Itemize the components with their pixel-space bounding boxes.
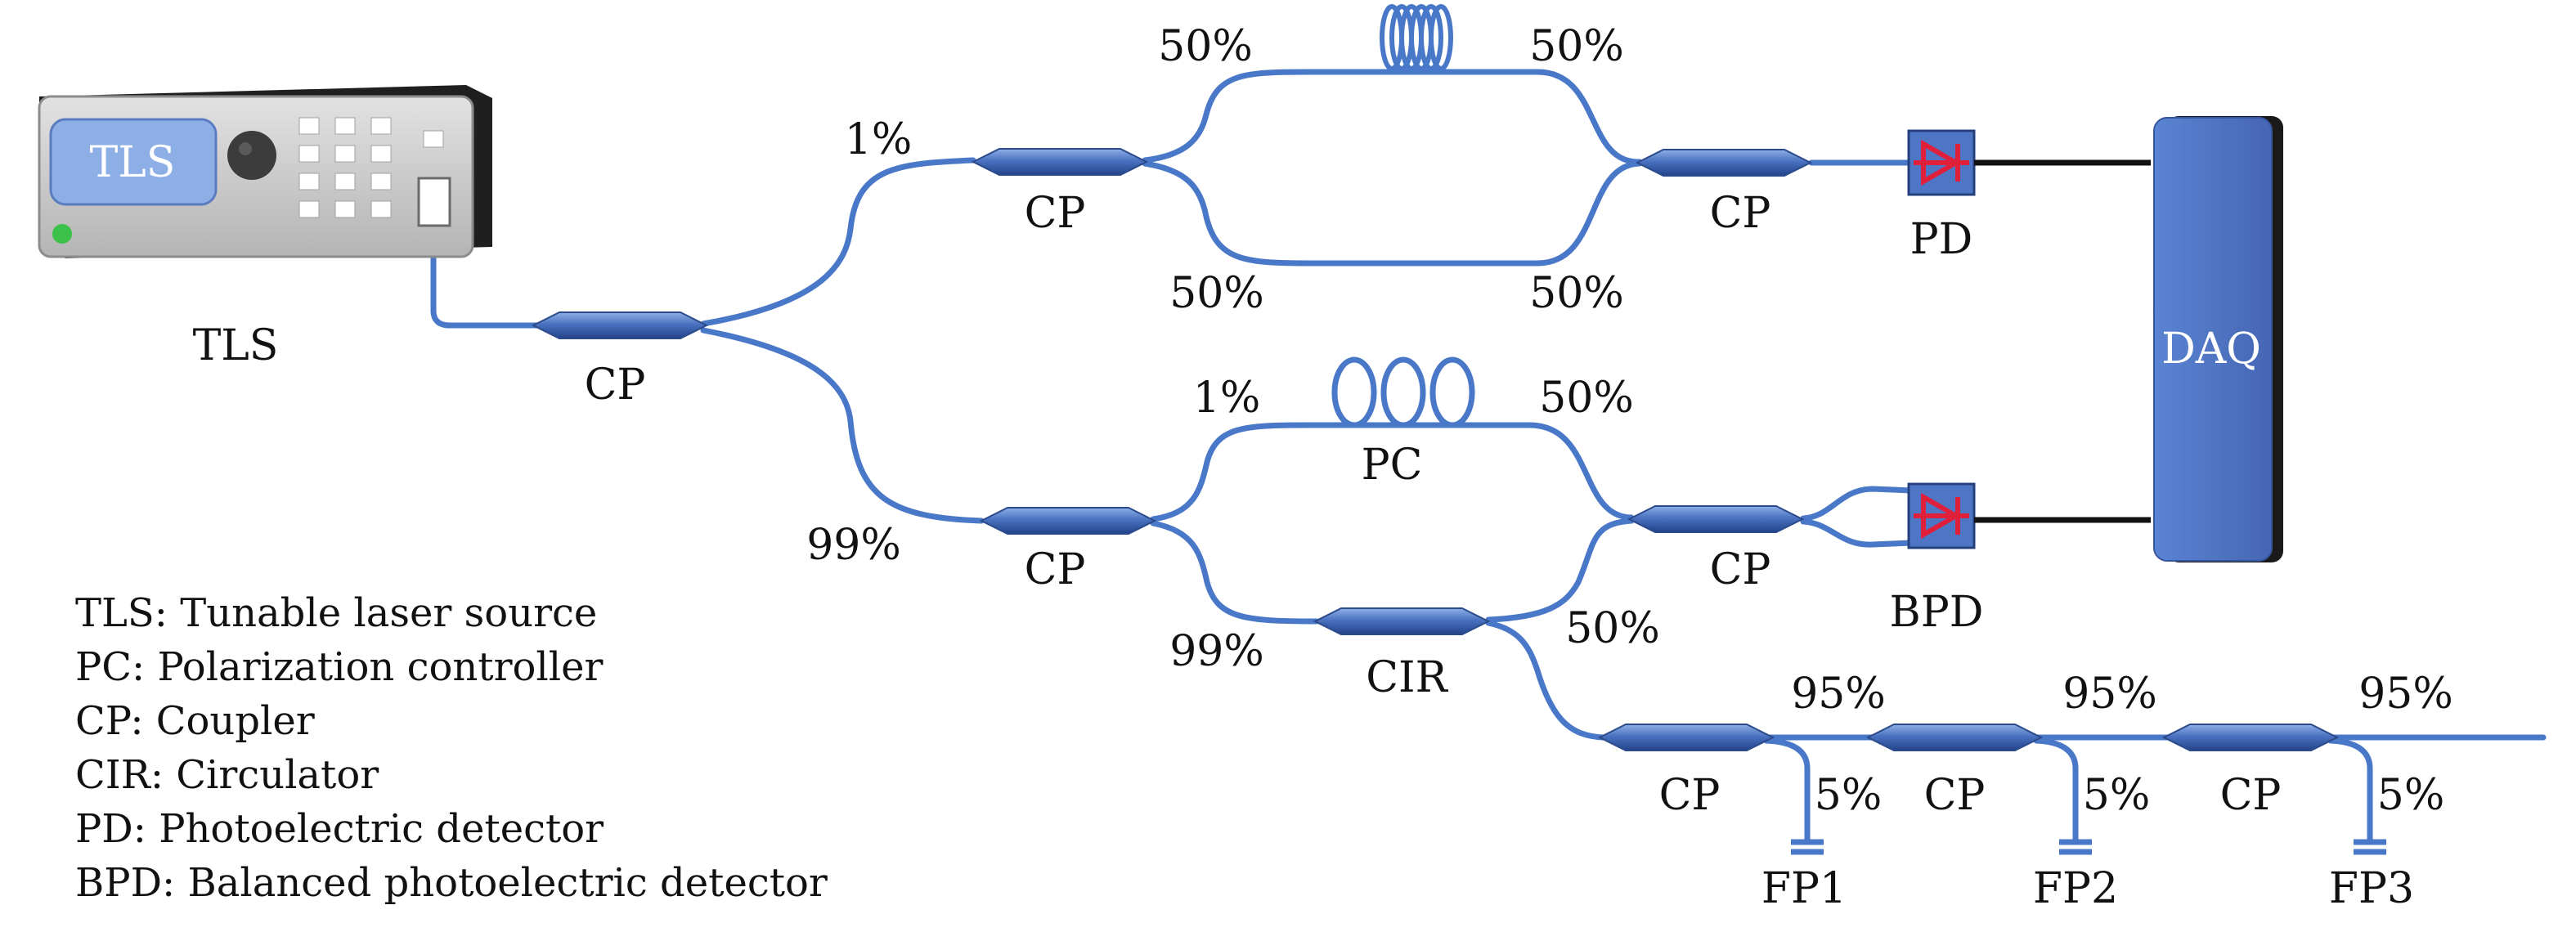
legend: TLS: Tunable laser source PC: Polarizati… — [75, 590, 828, 906]
coupler-mzi-in-label: CP — [1025, 189, 1086, 238]
fp1-label: FP1 — [1761, 864, 1847, 913]
ratio-fp2-tap: 5% — [2083, 771, 2151, 820]
fiber-main-upper — [700, 157, 976, 327]
tls-panel-label: TLS — [90, 138, 176, 187]
fiber-cir-to-aux-out — [1485, 518, 1635, 623]
ratio-fp3-through: 95% — [2358, 670, 2453, 719]
fiber-to-bpd-upper — [1800, 486, 1915, 522]
ratio-fp1-tap: 5% — [1815, 771, 1883, 820]
legend-item: BPD: Balanced photoelectric detector — [75, 860, 828, 906]
fiber-mzi-bottom-arm — [1142, 160, 1643, 267]
tunable-laser-source: TLS — [38, 85, 492, 258]
coupler-fp2 — [1865, 724, 2044, 751]
fiber-cir-to-fp — [1485, 620, 1606, 741]
ratio-aux-out-top: 50% — [1539, 374, 1634, 423]
daq-label: DAQ — [2161, 325, 2261, 374]
balanced-photodetector — [1907, 482, 1976, 549]
coupler-fp3-label: CP — [2220, 771, 2282, 820]
legend-item: PC: Polarization controller — [75, 644, 604, 690]
coupler-aux-out-label: CP — [1710, 545, 1771, 594]
led-icon — [52, 224, 72, 244]
ratio-mzi-out-bottom: 50% — [1529, 269, 1624, 318]
ratio-main-upper: 1% — [845, 115, 913, 164]
ratio-mzi-out-top: 50% — [1529, 22, 1624, 71]
coupler-aux-out — [1627, 505, 1805, 533]
ratio-fp3-tap: 5% — [2377, 771, 2445, 820]
fp2-termination-icon — [2059, 839, 2092, 855]
coupler-fp2-label: CP — [1924, 771, 1986, 820]
fiber-mzi-top-arm — [1142, 69, 1643, 165]
ratio-fp1-through: 95% — [1791, 670, 1886, 719]
pc-label: PC — [1362, 441, 1423, 490]
coupler-fp1 — [1597, 724, 1775, 751]
legend-item: PD: Photoelectric detector — [75, 806, 604, 852]
ratio-mzi-in-bottom: 50% — [1169, 269, 1264, 318]
ratio-main-lower: 99% — [806, 521, 901, 570]
keypad-icon — [298, 117, 444, 218]
fiber-to-bpd-lower — [1800, 518, 1915, 548]
photodetector — [1907, 129, 1976, 196]
circulator — [1313, 607, 1491, 635]
coupler-aux-in — [979, 507, 1157, 535]
legend-item: TLS: Tunable laser source — [75, 590, 597, 636]
coupler-main — [531, 311, 709, 339]
ratio-mzi-in-top: 50% — [1158, 22, 1253, 71]
daq-unit: DAQ — [2153, 116, 2283, 562]
coupler-fp3 — [2161, 724, 2340, 751]
fp1-termination-icon — [1791, 839, 1824, 855]
coupler-aux-in-label: CP — [1025, 545, 1086, 594]
ratio-fp2-through: 95% — [2062, 670, 2157, 719]
coupler-mzi-in — [971, 148, 1149, 176]
legend-item: CP: Coupler — [75, 698, 315, 744]
ratio-aux-in-bottom: 99% — [1169, 627, 1264, 676]
fiber-aux-bottom-arm — [1150, 520, 1320, 625]
fiber-tls-out — [430, 205, 543, 329]
pd-label: PD — [1910, 215, 1973, 264]
tls-label: TLS — [193, 321, 279, 370]
ratio-aux-out-bottom: 50% — [1565, 604, 1660, 653]
cir-label: CIR — [1366, 653, 1448, 702]
polarization-controller-icon — [1331, 356, 1475, 428]
coupler-mzi-out-label: CP — [1710, 189, 1771, 238]
diode-icon — [1914, 492, 1969, 540]
coupler-fp1-label: CP — [1659, 771, 1721, 820]
fiber-fp3-tap — [2327, 737, 2373, 845]
tls-output-port — [417, 177, 451, 227]
fiber-aux-top-arm — [1150, 422, 1635, 522]
fiber-main-lower — [700, 327, 985, 524]
bpd-label: BPD — [1890, 588, 1984, 637]
coupler-main-label: CP — [585, 361, 646, 410]
fiber-fp2-tap — [2033, 737, 2079, 845]
diode-icon — [1914, 139, 1969, 186]
fiber-fp1-tap — [1763, 737, 1811, 845]
fp3-label: FP3 — [2329, 864, 2414, 913]
fiber-spool-icon — [1380, 4, 1453, 71]
fp3-termination-icon — [2354, 839, 2386, 855]
coupler-mzi-out — [1635, 149, 1813, 177]
ratio-aux-in-top: 1% — [1193, 374, 1261, 423]
fp2-label: FP2 — [2033, 864, 2118, 913]
legend-item: CIR: Circulator — [75, 752, 379, 798]
